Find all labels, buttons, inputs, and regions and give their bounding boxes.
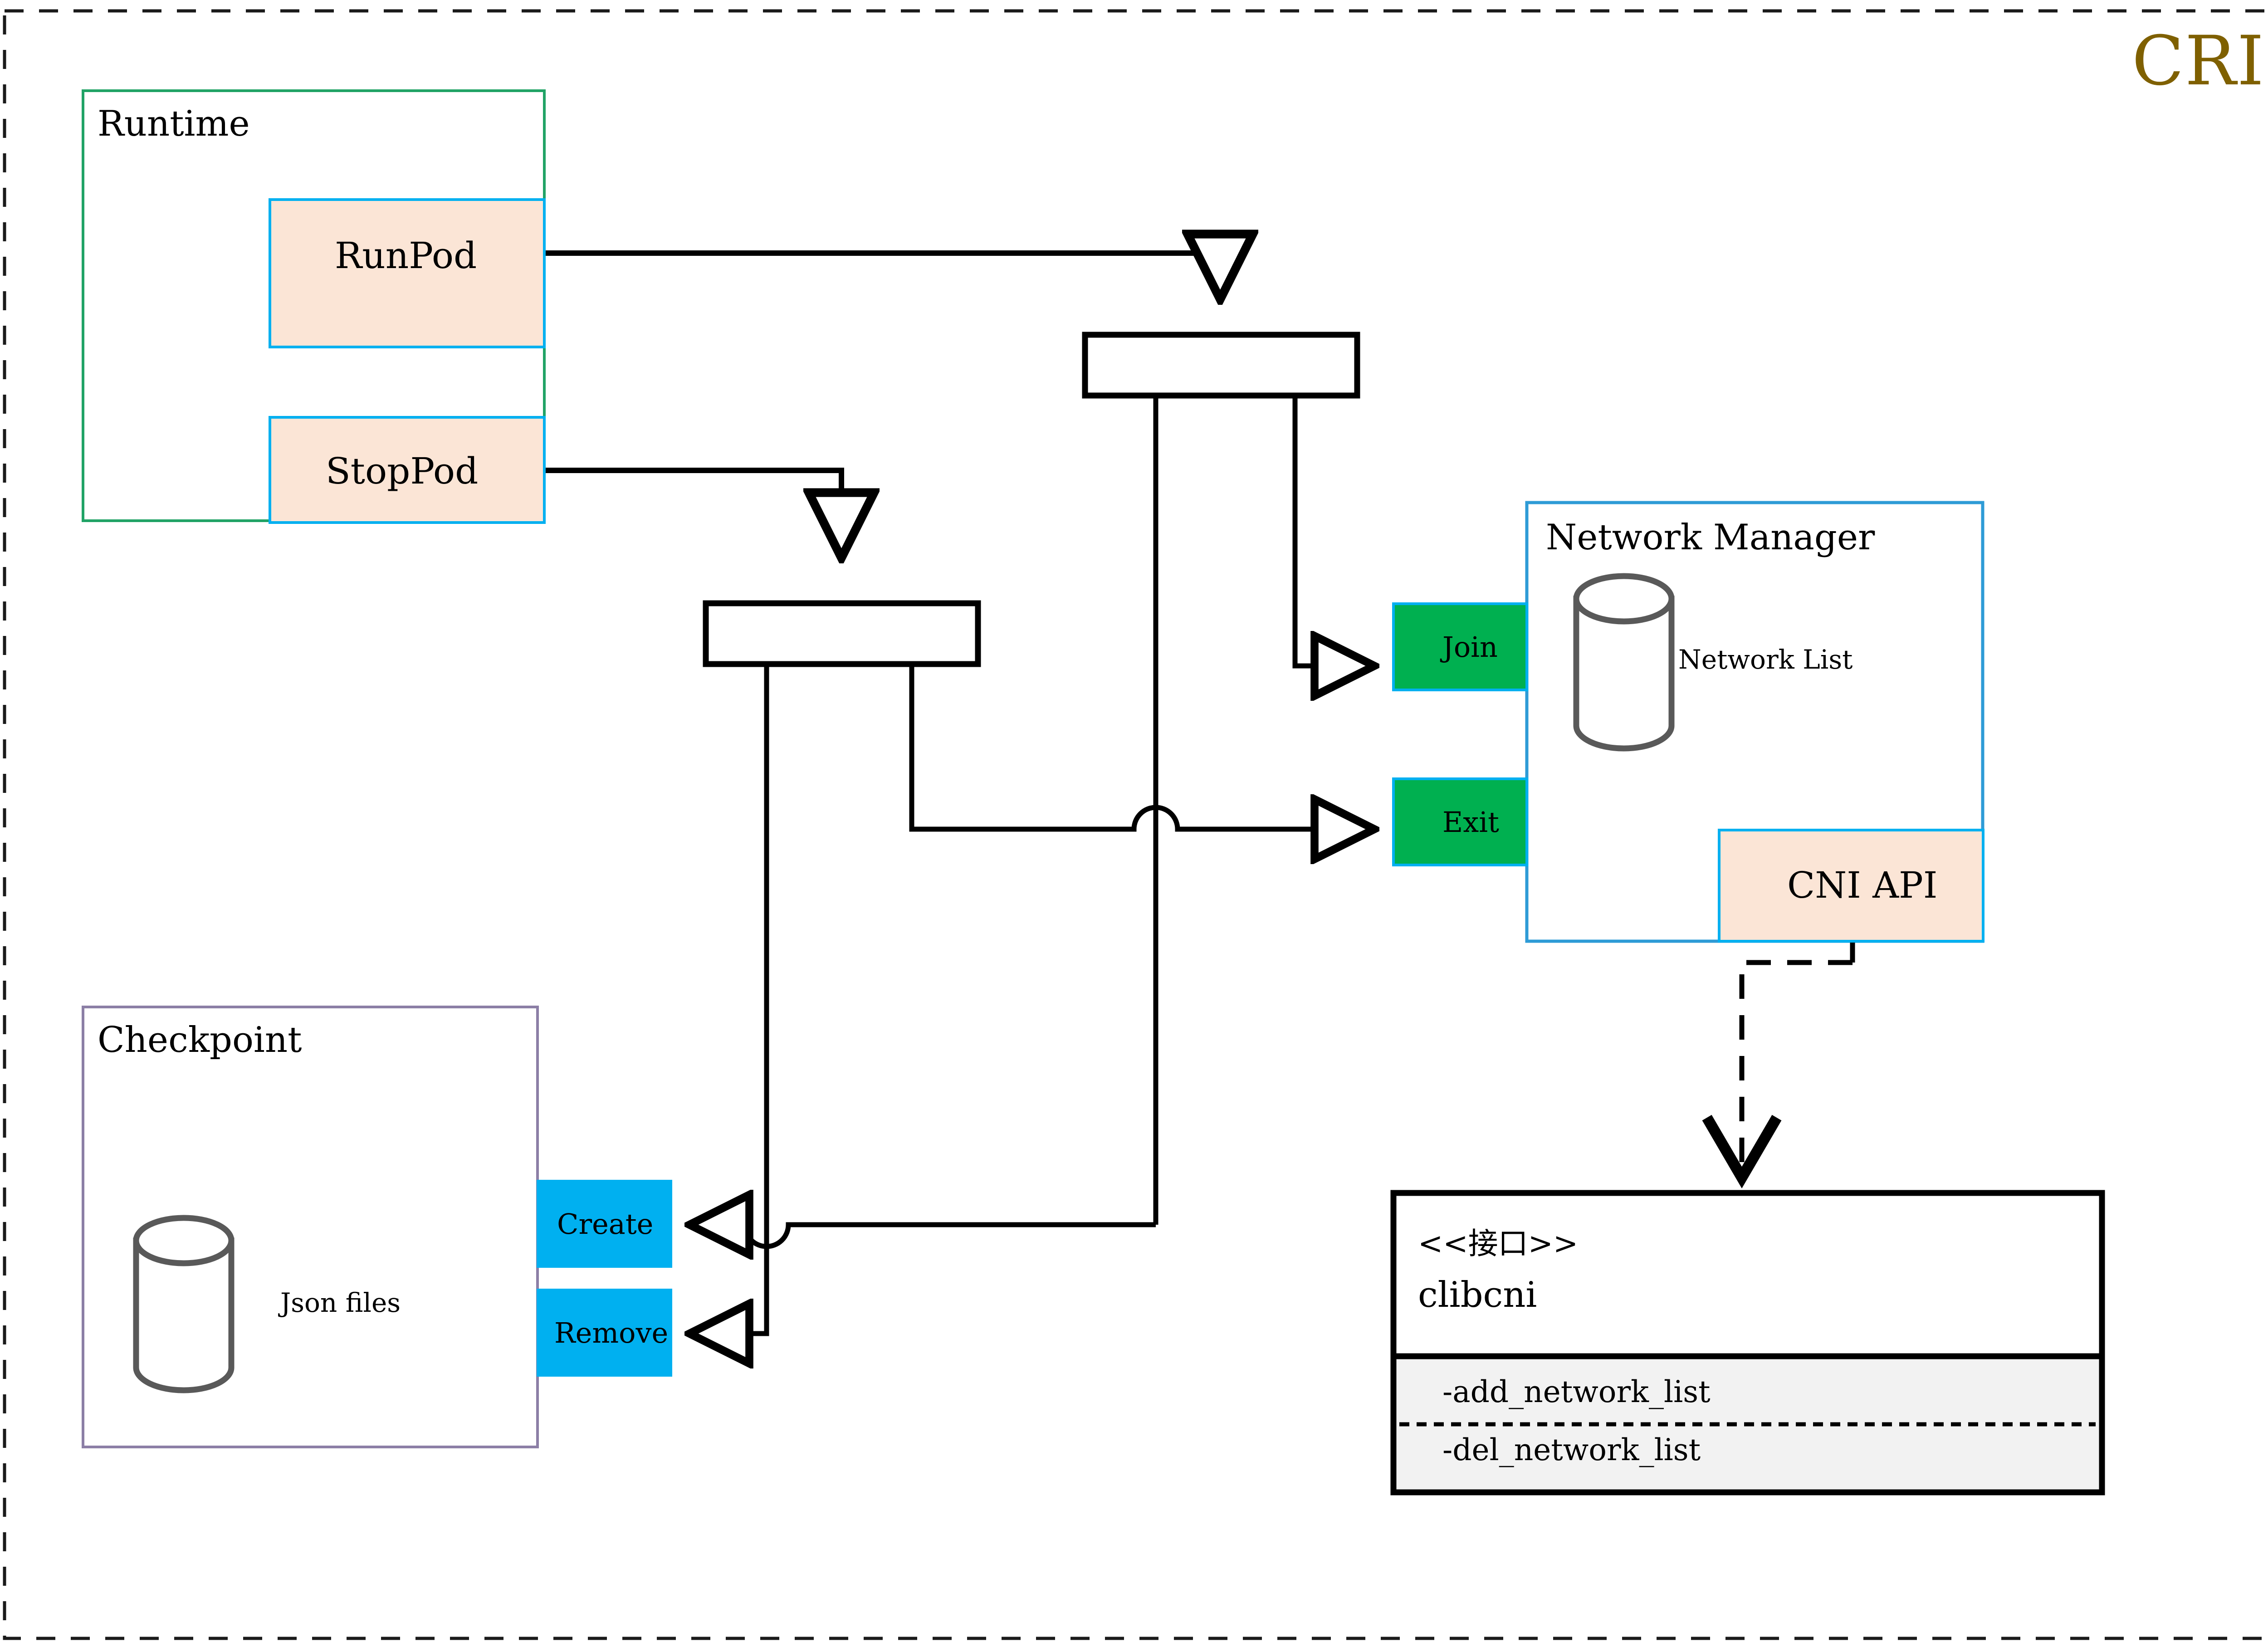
interface-operation-del: -del_network_list — [1442, 1432, 1701, 1467]
datastore-json-files-label: Json files — [280, 1287, 401, 1318]
node-create[interactable] — [537, 1180, 672, 1268]
node-remove[interactable] — [537, 1289, 672, 1377]
fork-junction-top — [1082, 332, 1360, 399]
edge-fork-top-right-leg-to-join — [1292, 396, 1374, 666]
edge-runpod-to-fork — [544, 253, 1220, 299]
interface-box-header — [1390, 1190, 2105, 1359]
edge-fork-top-left-leg-to-create — [689, 1225, 1156, 1246]
interface-stereotype: <<接口>> — [1418, 1226, 1579, 1261]
node-join-label: Join — [1442, 630, 1498, 664]
edge-fork-lower-left-leg-to-remove — [689, 664, 769, 1334]
node-exit-label: Exit — [1442, 806, 1499, 839]
network-manager-group-label: Network Manager — [1546, 517, 1875, 558]
edge-stoppod-to-fork — [544, 468, 841, 558]
node-cni-api-label: CNI API — [1787, 864, 1938, 906]
node-create-label: Create — [557, 1207, 654, 1241]
node-stoppod[interactable] — [269, 416, 546, 524]
database-cylinder-json-files — [133, 1215, 235, 1393]
edge-fork-lower-right-leg-to-exit — [909, 664, 1374, 829]
runtime-group-label: Runtime — [98, 103, 250, 144]
node-exit[interactable] — [1392, 777, 1528, 866]
interface-name: clibcni — [1418, 1275, 1537, 1315]
page-title: CRI — [2132, 22, 2265, 101]
node-runpod[interactable] — [269, 198, 546, 348]
edge-cniapi-to-clibcni — [1702, 960, 1853, 1189]
fork-junction-lower — [703, 600, 981, 667]
database-cylinder-network-list — [1573, 573, 1675, 752]
outer-frame — [3, 9, 2268, 1640]
checkpoint-group-label: Checkpoint — [98, 1020, 302, 1061]
node-join[interactable] — [1392, 602, 1528, 691]
datastore-network-list-label: Network List — [1678, 644, 1853, 675]
node-cni-api[interactable] — [1718, 829, 1984, 943]
node-stoppod-label: StopPod — [326, 450, 479, 492]
node-remove-label: Remove — [554, 1316, 669, 1349]
interface-operation-add: -add_network_list — [1442, 1374, 1711, 1409]
node-runpod-label: RunPod — [335, 235, 477, 277]
